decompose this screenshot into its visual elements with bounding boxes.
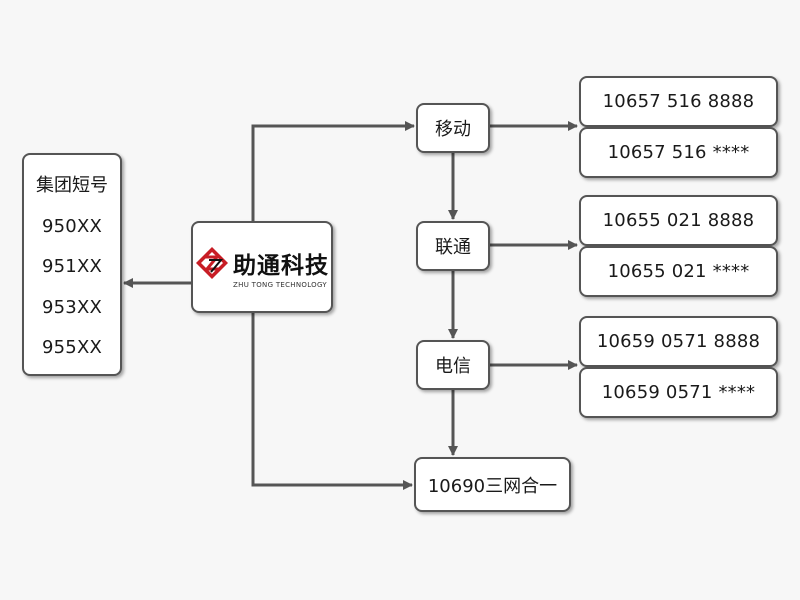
- carrier-telecom-label: 电信: [435, 356, 471, 377]
- short-codes-title: 集团短号: [36, 174, 108, 196]
- telecom-number-box: 10659 0571 8888: [579, 316, 778, 367]
- telecom-number-box: 10659 0571 ****: [579, 367, 778, 418]
- zt-logo-icon: [196, 246, 228, 279]
- unicom-number-box: 10655 021 8888: [579, 195, 778, 246]
- carrier-mobile-box: 移动: [416, 103, 490, 153]
- mobile-number-box: 10657 516 8888: [579, 76, 778, 127]
- unicom-number-box: 10655 021 ****: [579, 246, 778, 297]
- carrier-unicom-box: 联通: [416, 221, 490, 271]
- logo-row: 助通科技: [195, 246, 329, 280]
- combined-channel-label: 10690三网合一: [427, 475, 558, 497]
- mobile-number-box: 10657 516 ****: [579, 127, 778, 178]
- combined-channel-box: 10690三网合一: [414, 457, 571, 512]
- company-logo-box: 助通科技 ZHU TONG TECHNOLOGY: [191, 221, 333, 313]
- telecom-number: 10659 0571 ****: [601, 382, 756, 403]
- short-codes-box: 集团短号 950XX 951XX 953XX 955XX: [22, 153, 122, 376]
- carrier-unicom-label: 联通: [435, 237, 471, 258]
- logo-name: 助通科技: [233, 252, 329, 279]
- mobile-number: 10657 516 8888: [602, 91, 755, 112]
- arrow-logo-to-combined: [251, 313, 413, 490]
- carrier-telecom-box: 电信: [416, 340, 490, 390]
- carrier-mobile-label: 移动: [435, 119, 471, 140]
- short-code-item: 953XX: [41, 296, 103, 318]
- logo-subtitle: ZHU TONG TECHNOLOGY: [233, 280, 327, 289]
- unicom-number: 10655 021 ****: [607, 261, 750, 282]
- mobile-number: 10657 516 ****: [607, 142, 750, 163]
- telecom-number: 10659 0571 8888: [596, 331, 761, 352]
- short-code-item: 951XX: [41, 256, 103, 278]
- short-code-item: 950XX: [41, 216, 103, 238]
- short-code-item: 955XX: [41, 337, 103, 359]
- unicom-number: 10655 021 8888: [602, 210, 755, 231]
- arrow-logo-to-mobile: [251, 121, 415, 221]
